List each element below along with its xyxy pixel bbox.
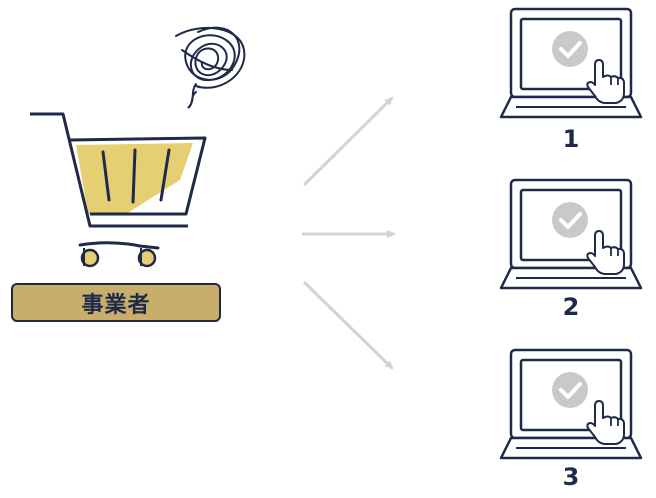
laptop-icon <box>501 9 641 117</box>
arrow-to-3 <box>304 282 392 368</box>
laptop-icon <box>501 180 641 288</box>
shopping-cart-icon <box>30 114 205 266</box>
scribble-icon <box>176 28 244 108</box>
target-number-1: 1 <box>551 125 591 153</box>
target-number-3: 3 <box>551 463 591 491</box>
target-number-2: 2 <box>551 293 591 321</box>
arrow-to-1 <box>304 98 392 185</box>
laptop-icon <box>501 350 641 458</box>
actor-label: 事業者 <box>11 283 221 322</box>
